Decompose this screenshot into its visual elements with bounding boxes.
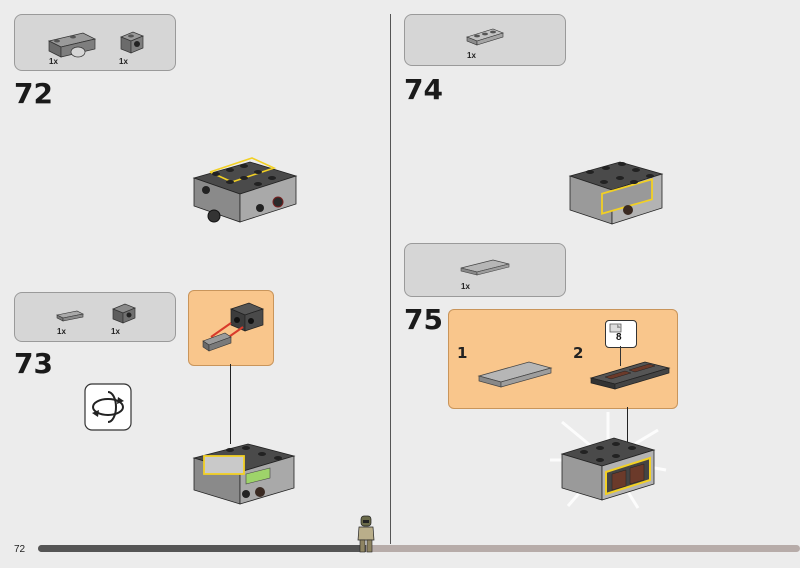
minifigure-progress-icon xyxy=(357,515,375,553)
part-qty: 1x xyxy=(119,57,128,66)
assembly-model-step-72 xyxy=(192,157,298,223)
assembly-model-step-75 xyxy=(550,412,667,509)
build-progress-track xyxy=(38,545,800,552)
sub-assembly-callout-step-73 xyxy=(188,290,274,366)
substep-1-tile xyxy=(477,361,553,388)
parts-list-step-72: 1x 1x xyxy=(14,14,176,71)
plate-bracket-part-icon xyxy=(466,28,504,46)
callout-connector-line xyxy=(627,407,628,457)
technic-brick-part-icon xyxy=(112,303,136,324)
parts-list-step-74: 1x xyxy=(404,14,566,66)
page-number: 72 xyxy=(14,544,26,555)
build-progress-fill xyxy=(38,545,366,552)
part-qty: 1x xyxy=(57,327,66,336)
parts-list-step-73: 1x 1x xyxy=(14,292,176,342)
step-number: 74 xyxy=(404,73,443,106)
arch-brick-part-icon xyxy=(47,32,97,58)
part-qty: 1x xyxy=(111,327,120,336)
part-qty: 1x xyxy=(467,51,476,60)
substep-number: 1 xyxy=(457,344,468,362)
grille-tile-part-icon xyxy=(56,310,84,322)
substep-2-tile-with-sticker xyxy=(589,361,671,390)
callout-connector-line xyxy=(230,364,231,444)
flat-tile-part-icon xyxy=(460,259,510,276)
substep-number: 2 xyxy=(573,344,584,362)
rotate-model-icon xyxy=(84,383,132,431)
step-number: 75 xyxy=(404,303,443,336)
step-number: 73 xyxy=(14,347,53,380)
technic-brick-part-icon xyxy=(120,31,144,54)
sticker-number: 8 xyxy=(616,332,622,343)
assembly-model-step-74 xyxy=(568,161,664,225)
step-number: 72 xyxy=(14,77,53,110)
parts-list-step-75: 1x xyxy=(404,243,566,297)
assembly-model-step-73 xyxy=(192,443,296,505)
sticker-callout-step-75: 1 2 8 xyxy=(448,309,678,409)
sticker-sheet-badge: 8 xyxy=(605,320,637,348)
sticker-connector xyxy=(620,346,621,366)
part-qty: 1x xyxy=(49,57,58,66)
sub-assembly-diagram xyxy=(202,302,264,352)
sticker-icon xyxy=(609,323,622,333)
part-qty: 1x xyxy=(461,282,470,291)
page-divider xyxy=(390,14,391,544)
